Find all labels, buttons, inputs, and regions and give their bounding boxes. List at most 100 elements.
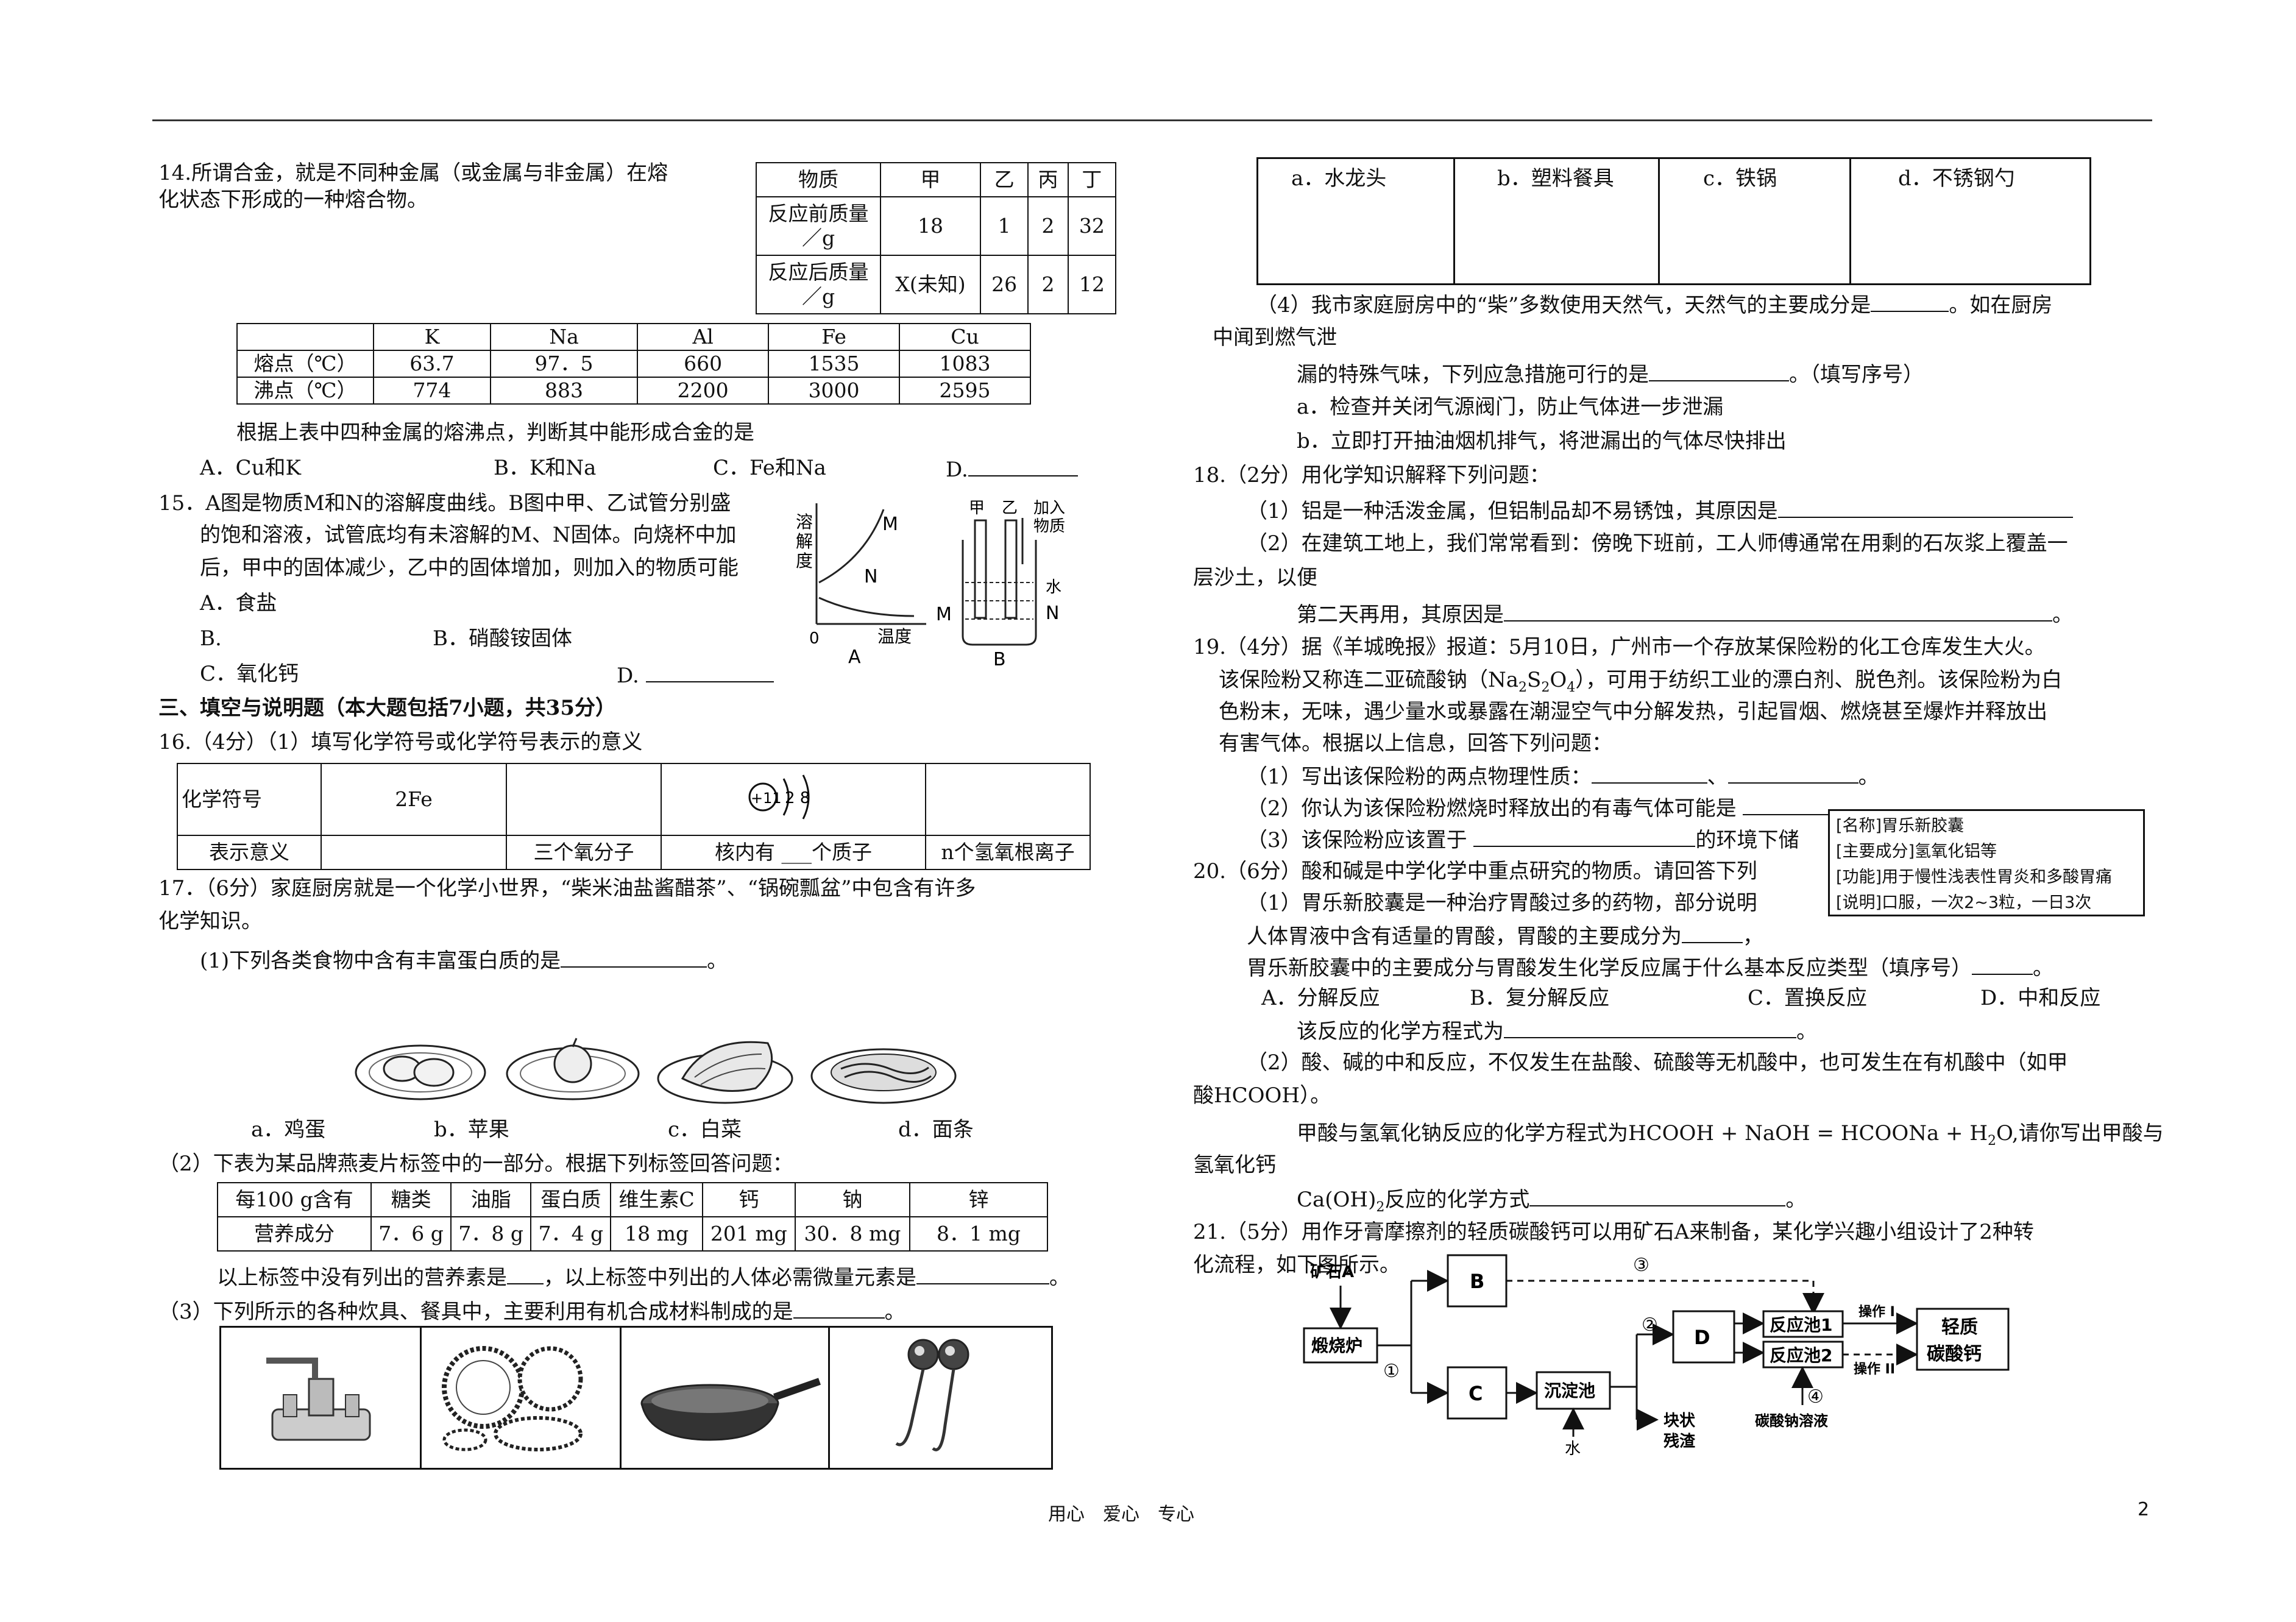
q19-2d: ），可用于纺织工业的漂白剂、脱色剂。该保险粉为白 xyxy=(1575,668,2063,692)
food-label-c: c．白菜 xyxy=(668,1117,742,1142)
faucet-icon xyxy=(266,1358,371,1441)
q16-cell: 化学符号 xyxy=(177,763,322,836)
flow-c: C xyxy=(1469,1382,1483,1405)
q16-cell: n个氢氧根离子 xyxy=(925,835,1091,870)
q16-atom-cell: +11 2 8 xyxy=(661,763,926,836)
q14-question: 根据上表中四种金属的熔沸点，判断其中能形成合金的是 xyxy=(236,420,754,445)
q17-p4a: （4）我市家庭厨房中的“柴”多数使用天然气，天然气的主要成分是。如在厨房 xyxy=(1256,290,2052,319)
react-cell: 甲 xyxy=(880,162,981,197)
nutr-cell: 30．8 mg xyxy=(794,1216,911,1252)
q17-p4c2-text: 。（填写序号） xyxy=(1789,363,1924,387)
q15-option-a: A．食盐 xyxy=(200,591,277,615)
q15-line2: 的饱和溶液，试管底均有未溶解的M、N固体。向烧杯中加 xyxy=(200,523,737,547)
q18-2d-text: 。 xyxy=(2052,603,2073,627)
q15-option-b2: B．硝酸铵固体 xyxy=(433,626,572,651)
solubility-figure: 溶 解 度 M N 0 温度 A 甲 乙 加入 物质 水 M N B xyxy=(792,491,1072,668)
utensil-label-table: a．水龙头 b．塑料餐具 c．铁锅 d．不锈钢勺 xyxy=(1256,157,2091,285)
q16-title: 16.（4分）（1）填写化学符号或化学符号表示的意义 xyxy=(158,730,643,754)
steel-spoon-icon xyxy=(895,1339,969,1451)
q17-line1: 17．（6分）家庭厨房就是一个化学小世界，“柴米油盐酱醋茶”、“锅碗瓢盆”中包含… xyxy=(158,876,976,901)
q17-p4-opt-a: a．检查并关闭气源阀门，防止气体进一步泄漏 xyxy=(1297,395,1724,419)
flow-product1: 轻质 xyxy=(1941,1317,1978,1338)
q17-p4-opt-b: b．立即打开抽油烟机排气，将泄漏出的气体尽快排出 xyxy=(1297,429,1787,453)
q19-s1b-text: 、 xyxy=(1707,765,1728,789)
flow-b-box xyxy=(1447,1254,1508,1308)
atom-shells: 2 8 xyxy=(785,789,810,807)
q17-p3-text: （3）下列所示的各种炊具、餐具中，主要利用有机合成材料制成的是 xyxy=(158,1300,793,1324)
react-cell: 32 xyxy=(1067,196,1117,256)
q20-1d: 胃乐新胶囊中的主要成分与胃酸发生化学反应属于什么基本反应类型（填序号）。 xyxy=(1247,953,2053,982)
q20-eq-end: 。 xyxy=(1796,1019,1817,1044)
q17-p1-text: (1)下列各类食物中含有丰富蛋白质的是 xyxy=(200,949,561,973)
flow-n3: ③ xyxy=(1633,1255,1649,1276)
nutr-cell: 糖类 xyxy=(370,1182,452,1217)
q19-s1c-text: 。 xyxy=(1858,765,1879,789)
q15-option-c: C．氧化钙 xyxy=(200,662,299,686)
atom-structure-icon: +11 2 8 xyxy=(748,774,810,820)
metal-cell: Al xyxy=(637,323,770,351)
medicine-label-function: [功能]用于慢性浅表性胃炎和多酸胃痛 xyxy=(1836,868,2113,887)
q20-title: 20.（6分）酸和碱是中学化学中重点研究的物质。请回答下列 xyxy=(1193,859,1757,884)
q17-p2-question: 以上标签中没有列出的营养素是，以上标签中列出的人体必需微量元素是。 xyxy=(217,1263,1070,1291)
q19-s2-text: （2）你认为该保险粉燃烧时释放出的有毒气体可能是 xyxy=(1247,796,1737,821)
flow-tank: 沉淀池 xyxy=(1544,1381,1595,1401)
flow-n1: ① xyxy=(1383,1361,1400,1382)
q17-p4a2-text: 。如在厨房 xyxy=(1949,293,2053,317)
flow-c-box xyxy=(1447,1366,1508,1420)
metal-cell: 883 xyxy=(489,377,639,405)
react-cell: 反应前质量／g xyxy=(756,196,881,256)
q14-line1: 14.所谓合金，就是不同种金属（或金属与非金属）在熔 xyxy=(158,161,668,185)
medicine-label-ingredient: [主要成分]氢氧化铝等 xyxy=(1836,842,1997,861)
q20-1b: 人体胃液中含有适量的胃酸，胃酸的主要成分为， xyxy=(1247,921,1763,950)
nutr-cell: 7．6 g xyxy=(370,1216,452,1252)
flow-residue1: 块状 xyxy=(1664,1412,1696,1430)
metal-cell: 97．5 xyxy=(489,350,639,378)
q16-cell xyxy=(506,763,662,836)
metal-cell: 3000 xyxy=(768,377,901,405)
q19-s3: （3）该保险粉应该置于 的环境下储 xyxy=(1247,825,1799,854)
utensil-images xyxy=(219,1326,1053,1470)
nutrition-table: 每100 g含有 糖类 油脂 蛋白质 维生素C 钙 钠 锌 营养成分 7．6 g… xyxy=(217,1182,1048,1252)
nutr-cell: 钙 xyxy=(701,1182,796,1217)
q20-2c-text: 甲酸与氢氧化钠反应的化学方程式为HCOOH + NaOH = HCOONa + … xyxy=(1297,1121,1988,1146)
fig-label-n: N xyxy=(864,566,877,587)
q17-p4c: 漏的特殊气味，下列应急措施可行的是。（填写序号） xyxy=(1297,359,1924,388)
nutr-cell: 7．4 g xyxy=(530,1216,612,1252)
q17-p1: (1)下列各类食物中含有丰富蛋白质的是。 xyxy=(200,946,728,974)
atom-nucleus: +11 xyxy=(751,790,782,807)
q19-s1-text: （1）写出该保险粉的两点物理性质： xyxy=(1247,765,1592,789)
flow-product-box xyxy=(1916,1308,2010,1371)
flow-b: B xyxy=(1470,1270,1484,1293)
react-cell: 丁 xyxy=(1067,162,1117,197)
nutr-cell: 维生素C xyxy=(610,1182,703,1217)
fig-yi: 乙 xyxy=(1002,499,1018,517)
react-cell: 26 xyxy=(979,255,1029,314)
q17-p4b: 中闻到燃气泄 xyxy=(1213,325,1337,350)
q17-p3-end: 。 xyxy=(884,1300,905,1324)
fig-label-m: M xyxy=(882,514,898,535)
q16-cell: 2Fe xyxy=(321,763,507,836)
fig-ylabel-1: 溶 xyxy=(796,512,813,532)
q20-1c-text: ， xyxy=(1743,924,1763,949)
flow-water: 水 xyxy=(1565,1440,1581,1458)
metal-cell: 1083 xyxy=(899,350,1031,378)
q18-2: （2）在建筑工地上，我们常常看到：傍晚下班前，工人师傅通常在用剩的石灰浆上覆盖一 xyxy=(1247,531,2068,556)
nutr-cell: 钠 xyxy=(794,1182,911,1217)
metal-cell: 2595 xyxy=(899,377,1031,405)
q19-2a: 该保险粉又称连二亚硫酸钠（Na xyxy=(1219,668,1519,692)
nutr-cell: 蛋白质 xyxy=(530,1182,612,1217)
fig-add1: 加入 xyxy=(1033,499,1065,517)
q17-p2: （2）下表为某品牌燕麦片标签中的一部分。根据下列标签回答问题： xyxy=(158,1152,793,1176)
flow-d: D xyxy=(1694,1326,1710,1349)
metal-table: K Na Al Fe Cu 熔点（℃） 63.7 97．5 660 1535 1… xyxy=(236,323,1031,405)
plastic-tableware-icon xyxy=(442,1346,583,1451)
react-cell: 丙 xyxy=(1027,162,1069,197)
food-label-a: a．鸡蛋 xyxy=(251,1117,326,1142)
metal-cell: 774 xyxy=(373,377,491,405)
nutr-cell: 每100 g含有 xyxy=(217,1182,372,1217)
q20-2e-sub: 2 xyxy=(1376,1199,1385,1215)
egg-plate-icon xyxy=(355,1044,486,1100)
utensil-label-a: a．水龙头 xyxy=(1291,166,1387,191)
utensil-label-d: d．不锈钢勺 xyxy=(1898,166,2015,191)
metal-cell: 1535 xyxy=(768,350,901,378)
